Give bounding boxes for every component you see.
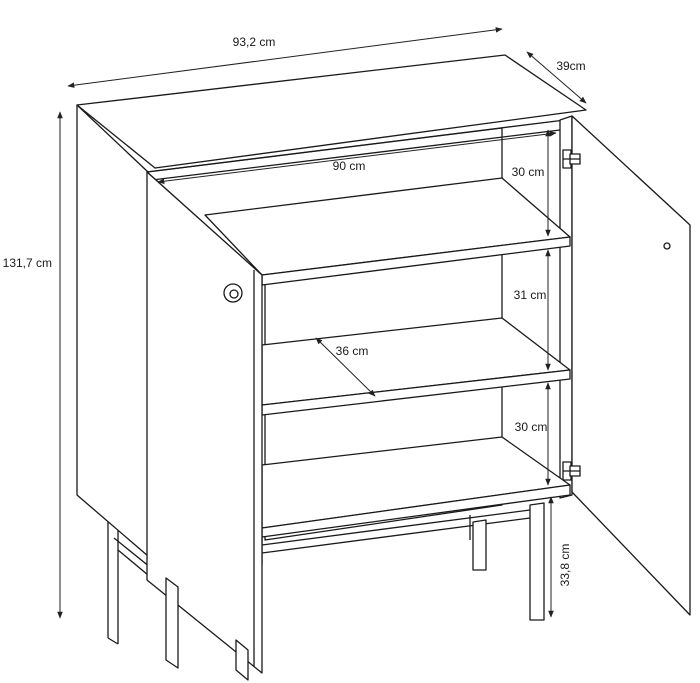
right-side-panel	[559, 115, 573, 499]
top-shelf	[204, 177, 571, 286]
upper-hinge-icon	[562, 149, 581, 169]
right-legs	[472, 502, 545, 621]
door-knob[interactable]	[223, 283, 243, 303]
width-dimension-line	[67, 27, 503, 88]
leg-height-label: 33,8 cm	[558, 544, 572, 587]
right-door	[571, 115, 691, 616]
bottom-gap-label: 30 cm	[515, 420, 548, 434]
inner-width-dimension-line	[157, 130, 557, 185]
left-side-panel	[76, 104, 149, 557]
height-total-label: 131,7 cm	[3, 256, 52, 270]
lower-hinge-icon	[562, 461, 581, 481]
top-gap-label: 30 cm	[512, 165, 545, 179]
door-hole	[663, 242, 671, 250]
depth-dimension-line	[526, 51, 587, 104]
middle-gap-label: 31 cm	[514, 288, 547, 302]
shelf-depth-dimension-line	[315, 337, 376, 397]
depth-label: 39cm	[556, 59, 585, 73]
width-total-label: 93,2 cm	[233, 35, 276, 49]
shelf-depth-label: 36 cm	[336, 344, 369, 358]
front-left-leg	[165, 577, 179, 669]
inner-width-label: 90 cm	[333, 159, 366, 173]
front-middle-leg	[235, 639, 249, 681]
